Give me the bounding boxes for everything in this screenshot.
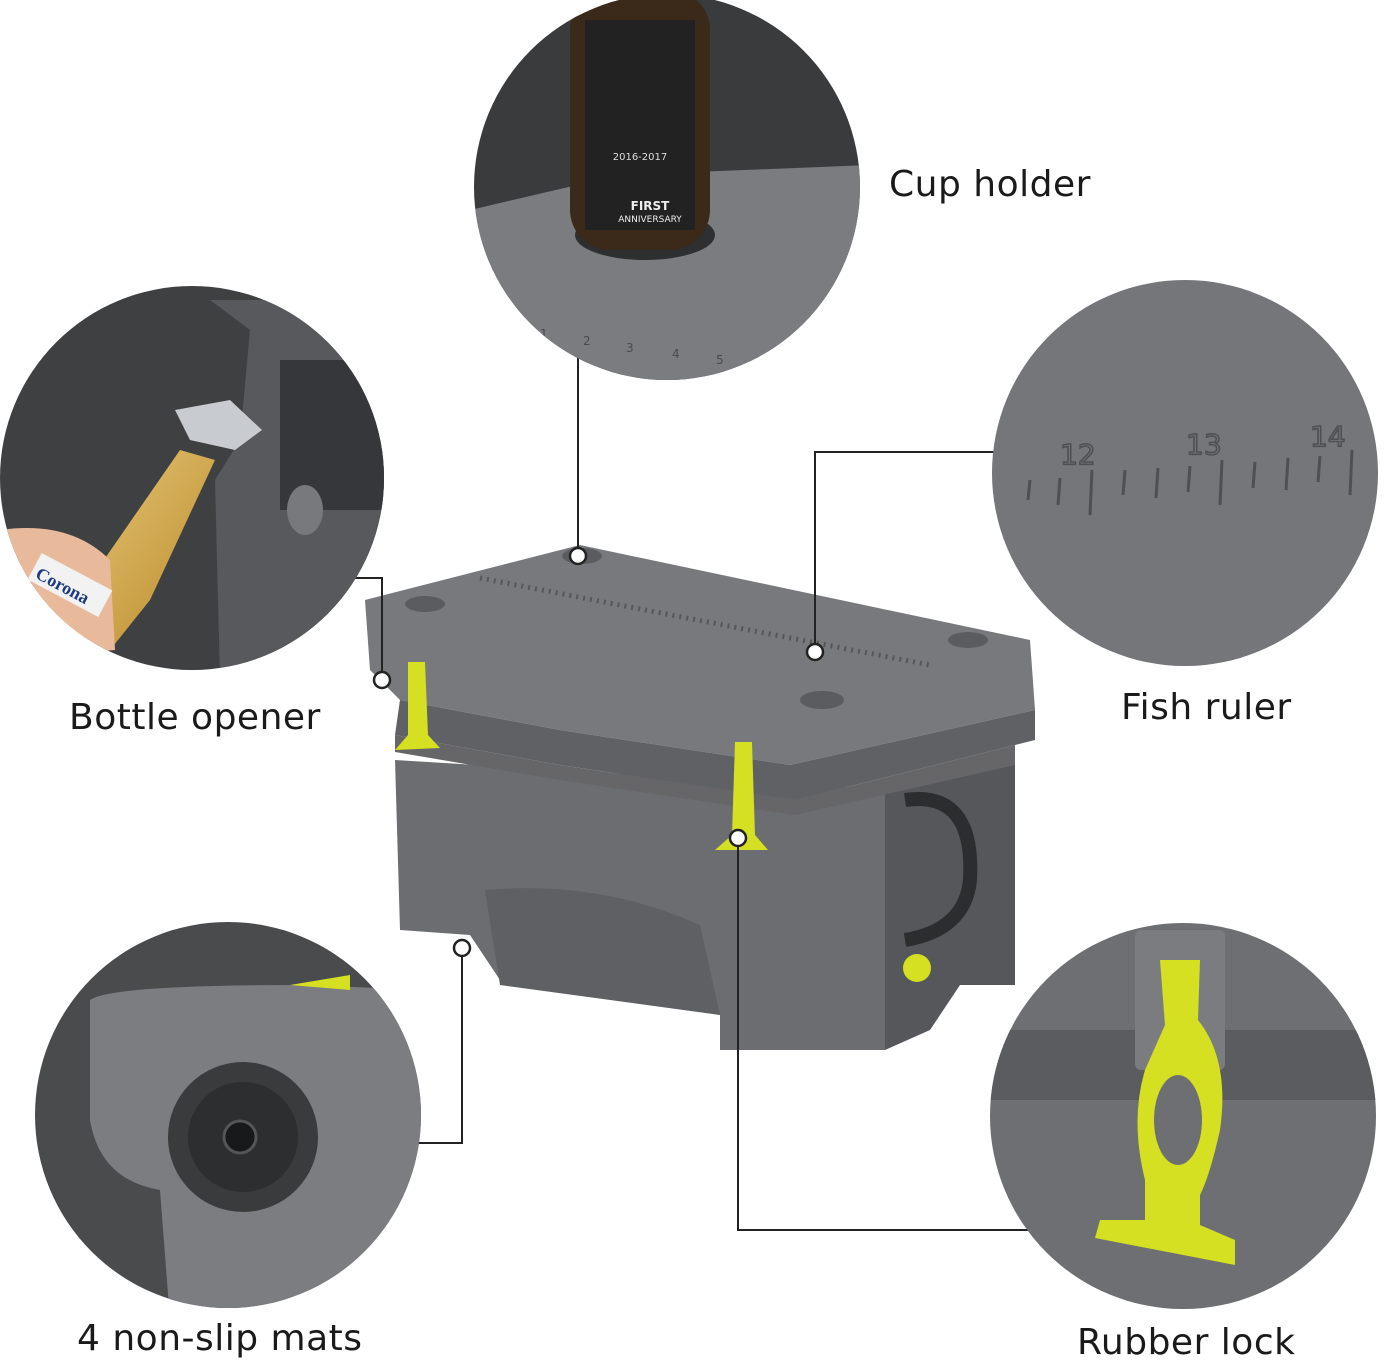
ruler-number: 5 [716, 353, 724, 367]
ruler-number: 12 [1060, 438, 1096, 471]
rubber-lock-label: Rubber lock [1077, 1322, 1296, 1363]
cup-holder-label: Cup holder [889, 164, 1091, 205]
fish-ruler-numbers: 12 13 14 [1059, 419, 1346, 472]
bottle-label-line1: FIRST [631, 199, 671, 213]
bottle-opener-detail: Corona [0, 286, 384, 670]
cooler-lid [365, 545, 1035, 765]
latch-right [715, 742, 768, 850]
fish-ruler-ticks [1026, 449, 1354, 516]
fish-ruler-label: Fish ruler [1121, 687, 1292, 728]
rubber-lock-detail [990, 923, 1376, 1309]
cooler-body-group [365, 545, 1035, 1050]
cup-ruler-numbers: 1 2 3 4 5 [540, 327, 724, 367]
latch-left [395, 662, 440, 750]
fish-ruler-detail: 12 13 14 [992, 280, 1378, 666]
bottle-label-line2: ANNIVERSARY [618, 215, 682, 225]
drain-plug [903, 954, 931, 982]
ruler-number: 14 [1310, 420, 1346, 453]
bottle-opener-label: Bottle opener [69, 697, 321, 738]
ruler-number: 13 [1186, 428, 1222, 461]
ruler-number: 2 [583, 334, 591, 348]
non-slip-mats-label: 4 non-slip mats [77, 1318, 363, 1359]
ruler-number: 4 [672, 347, 680, 361]
ruler-number: 3 [626, 341, 634, 355]
ruler-number: 1 [540, 327, 548, 341]
non-slip-mats-detail [35, 922, 421, 1308]
cup-holder-detail: 2016-2017 FIRST ANNIVERSARY 1 2 3 4 5 [474, 0, 860, 380]
bottle-label-years: 2016-2017 [613, 152, 668, 163]
